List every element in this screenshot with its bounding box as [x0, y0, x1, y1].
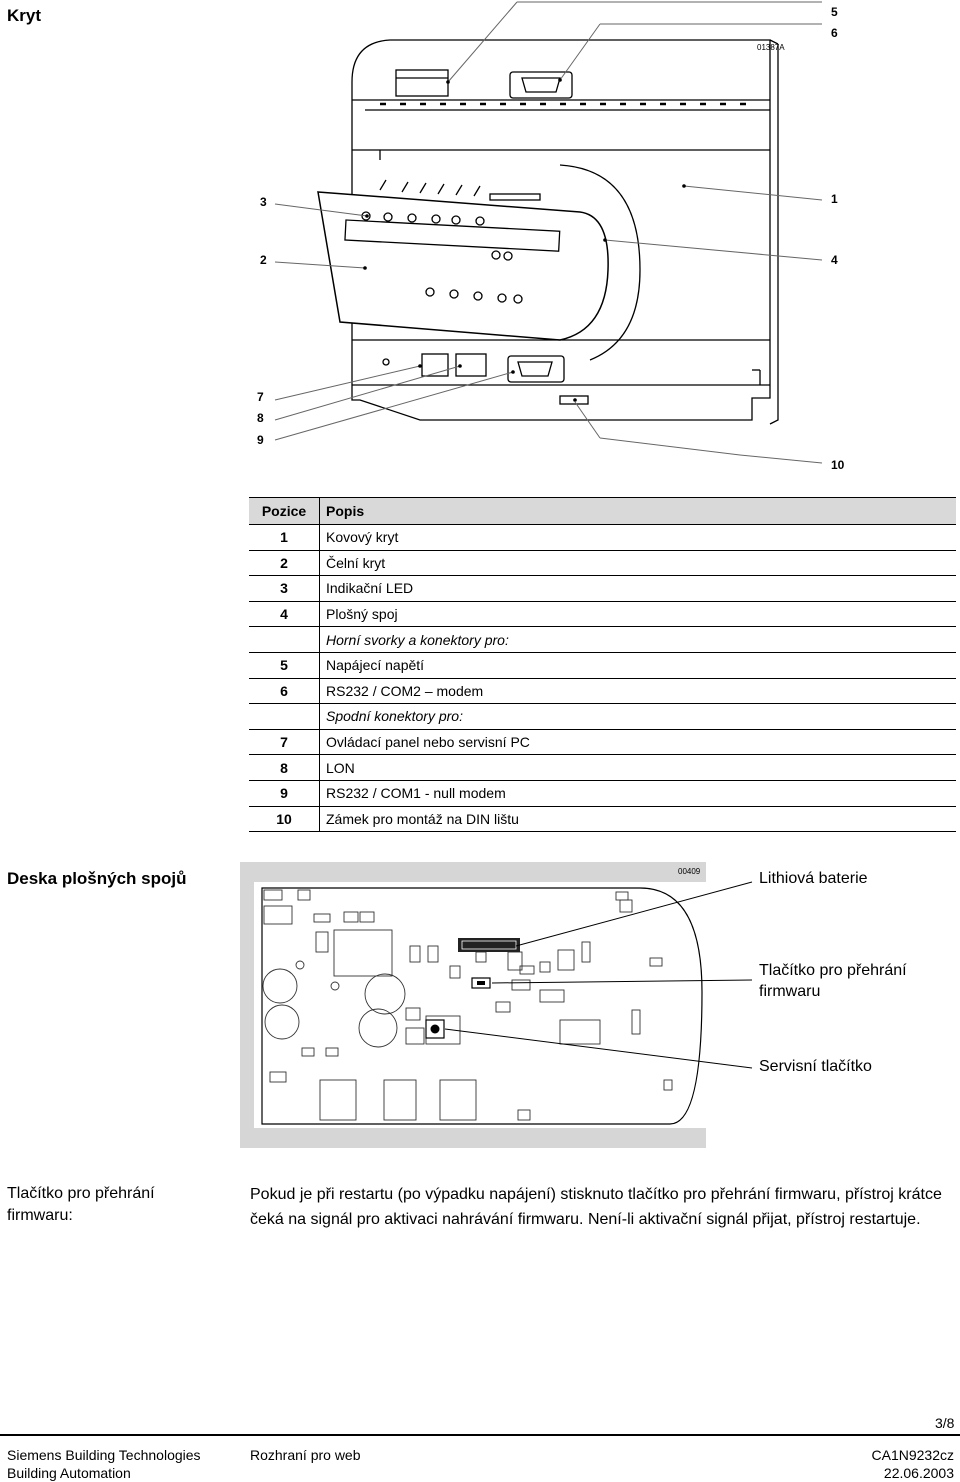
figure-ref: 01387A	[757, 43, 785, 52]
callout-10: 10	[831, 458, 845, 472]
pcb-figure: 00409	[240, 862, 960, 1152]
callout-2: 2	[260, 253, 267, 267]
housing-figure: 01387A 5 6 3 1 2 4 7 8 9 10	[0, 0, 960, 480]
footer-date: 22.06.2003	[883, 1465, 954, 1481]
row-number: 7	[249, 728, 320, 755]
callout-5: 5	[831, 5, 838, 19]
column-header-description: Popis	[319, 497, 956, 525]
firmware-section-body: Pokud je při restartu (po výpadku napáje…	[250, 1186, 942, 1228]
row-description: Čelní kryt	[319, 549, 956, 576]
footer-divider	[0, 1434, 960, 1436]
firmware-section-title: Tlačítko pro přehrání firmwaru:	[7, 1183, 155, 1227]
callout-8: 8	[257, 411, 264, 425]
row-number: 1	[249, 524, 320, 551]
row-number: 2	[249, 549, 320, 576]
label-firmware-button-line1: Tlačítko pro přehrání	[759, 962, 907, 979]
footer-doc-title: Rozhraní pro web	[250, 1447, 361, 1463]
row-description: Zámek pro montáž na DIN lištu	[319, 805, 956, 833]
row-description: Ovládací panel nebo servisní PC	[319, 728, 956, 755]
footer-company-line1: Siemens Building Technologies	[7, 1447, 201, 1463]
label-service-button: Servisní tlačítko	[759, 1058, 872, 1075]
callout-6: 6	[831, 26, 838, 40]
row-number: 8	[249, 754, 320, 781]
pcb-section-title: Deska plošných spojů	[7, 869, 187, 888]
callout-9: 9	[257, 433, 264, 447]
pcb-drawing	[240, 862, 753, 1148]
page-number: 3/8	[935, 1415, 955, 1431]
footer-company: Siemens Building Technologies Building A…	[7, 1446, 201, 1482]
row-description: Plošný spoj	[319, 600, 956, 627]
footer-doc-info: CA1N9232cz 22.06.2003	[872, 1446, 955, 1482]
row-description: Indikační LED	[319, 575, 956, 602]
column-header-position: Pozice	[249, 497, 320, 525]
row-description: LON	[319, 754, 956, 781]
row-number: 3	[249, 575, 320, 602]
row-number: 10	[249, 805, 320, 833]
callout-7: 7	[257, 390, 264, 404]
callout-4: 4	[831, 253, 838, 267]
firmware-title-line2: firmwaru:	[7, 1207, 73, 1224]
footer-company-line2: Building Automation	[7, 1465, 131, 1481]
row-description: Kovový kryt	[319, 524, 956, 551]
row-number	[249, 626, 320, 653]
row-number: 9	[249, 779, 320, 807]
label-firmware-button-line2: firmwaru	[759, 983, 821, 1000]
page-title: Kryt	[7, 6, 42, 25]
housing-drawing	[274, 1, 823, 464]
row-number: 4	[249, 600, 320, 627]
row-description: RS232 / COM1 - null modem	[319, 779, 956, 807]
table-subheading-row: Spodní konektory pro:	[249, 703, 956, 730]
table-header-row: Pozice Popis	[249, 497, 956, 525]
callout-3: 3	[260, 195, 267, 209]
label-lithium-battery: Lithiová baterie	[759, 870, 868, 887]
row-description: Napájecí napětí	[319, 651, 956, 679]
row-description: Horní svorky a konektory pro:	[319, 626, 956, 653]
row-number: 5	[249, 651, 320, 679]
pcb-ref: 00409	[678, 867, 701, 876]
row-description: Spodní konektory pro:	[319, 703, 956, 730]
row-description: RS232 / COM2 – modem	[319, 677, 956, 704]
firmware-title-line1: Tlačítko pro přehrání	[7, 1185, 155, 1202]
row-number: 6	[249, 677, 320, 704]
callout-1: 1	[831, 192, 838, 206]
table-subheading-row: Horní svorky a konektory pro:	[249, 626, 956, 653]
row-number	[249, 703, 320, 730]
footer-doc-code: CA1N9232cz	[871, 1447, 955, 1463]
